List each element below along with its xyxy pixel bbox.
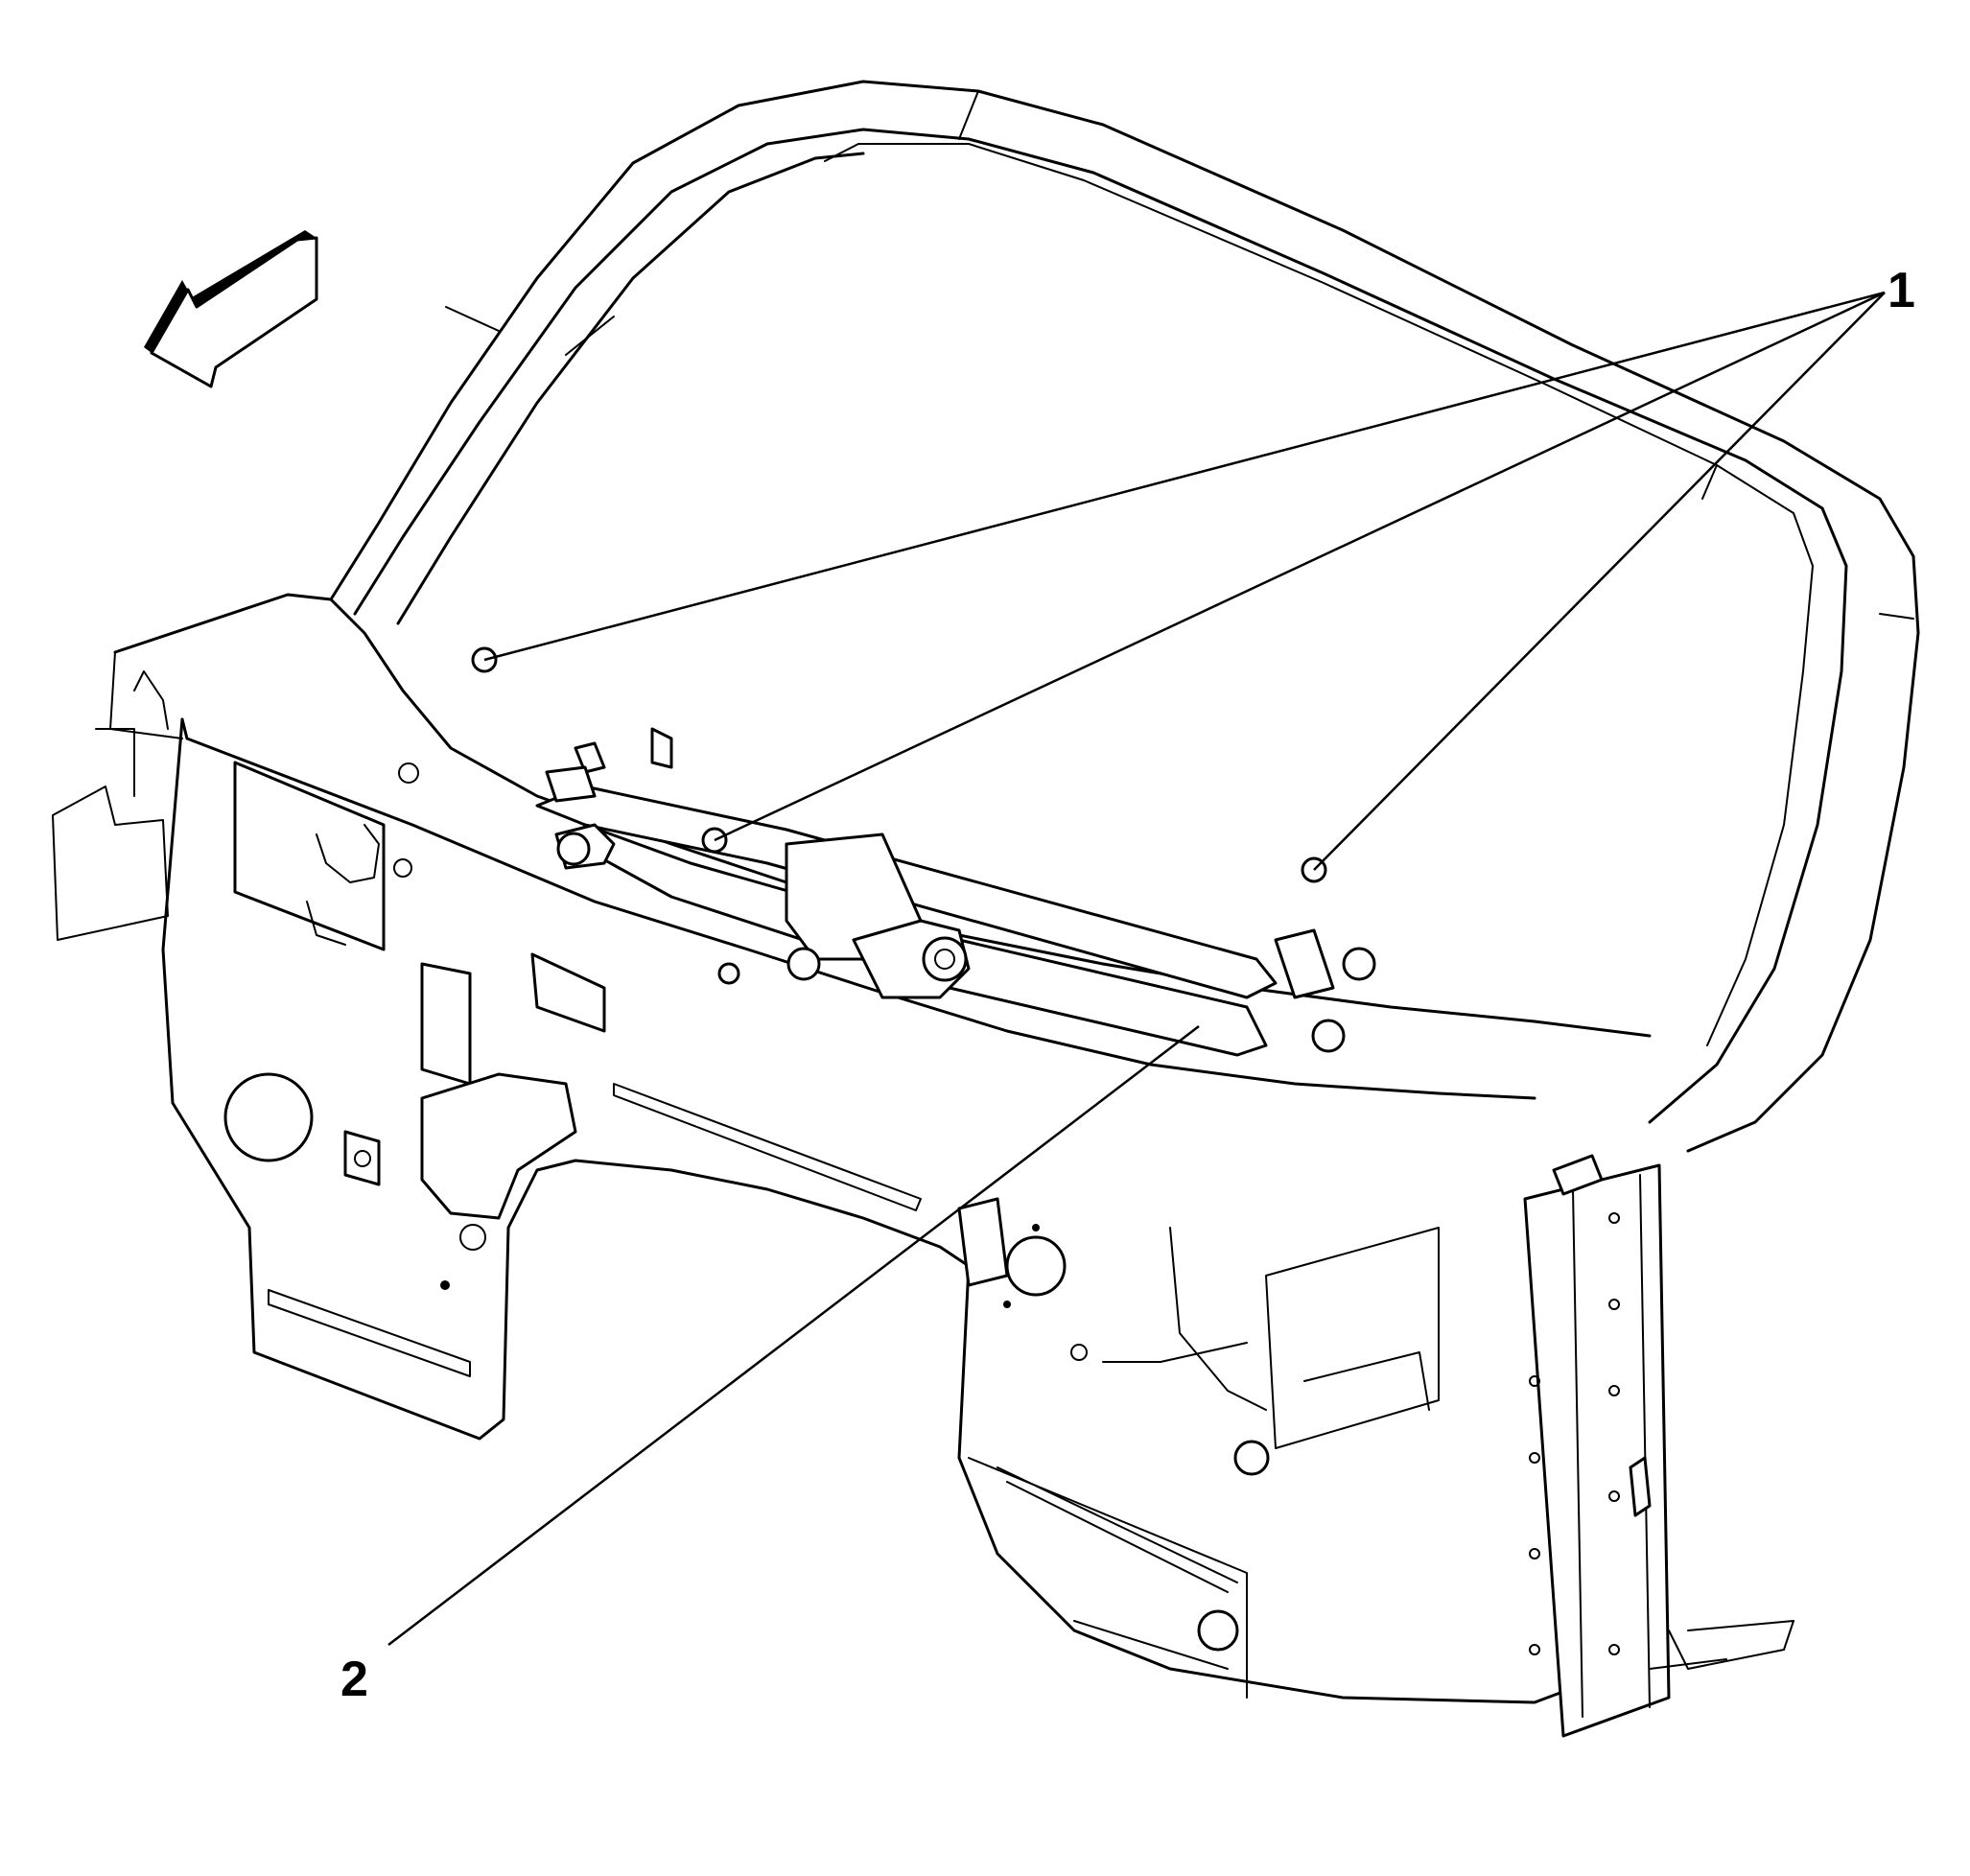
left-panel-opening — [223, 761, 922, 1377]
callout-2: 2 — [340, 1652, 368, 1707]
leader-1c — [1313, 292, 1886, 871]
fastener-2 — [717, 962, 740, 985]
windshield-frame — [329, 80, 1920, 1153]
leader-lines — [387, 291, 1886, 1646]
leader-1b — [714, 291, 1886, 842]
leader-1a — [483, 291, 1886, 662]
direction-arrow-icon — [144, 230, 318, 388]
callout-1: 1 — [1888, 263, 1915, 318]
right-pillar — [957, 1154, 1794, 1738]
wiper-module — [535, 727, 1376, 1057]
leader-2 — [387, 1025, 1200, 1646]
